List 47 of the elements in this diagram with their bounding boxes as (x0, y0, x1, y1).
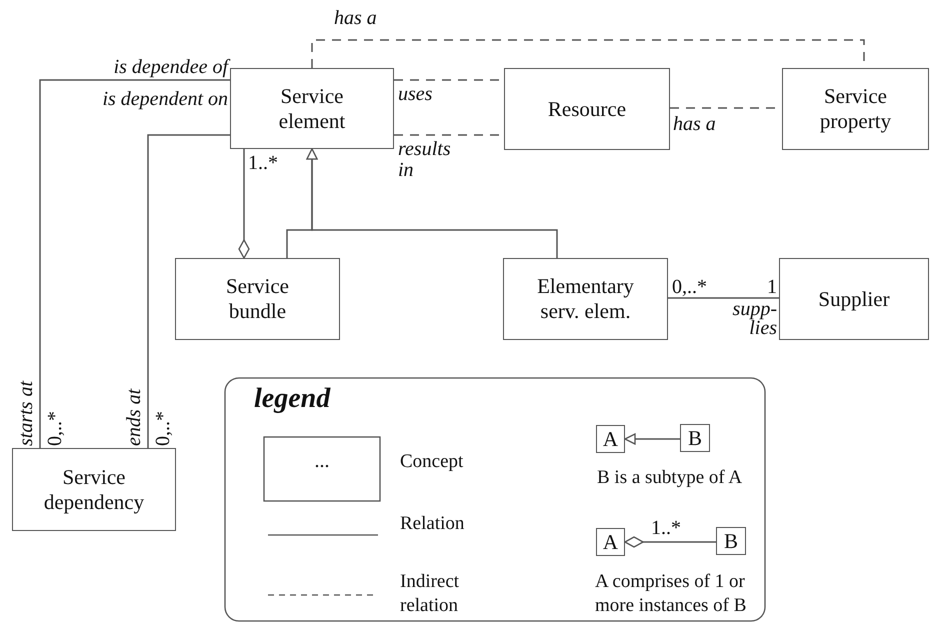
legend-text: A comprises of 1 or more instances of B (595, 570, 748, 618)
concept-box (12, 448, 176, 531)
connector (668, 297, 779, 299)
connector (624, 433, 680, 445)
multiplicity-label: 0,..* (152, 411, 174, 446)
class-symbol (680, 424, 710, 452)
connector (147, 134, 230, 448)
concept-name: Service property (818, 84, 892, 134)
class-symbol (596, 425, 625, 453)
connector (624, 536, 716, 548)
class-symbol (716, 527, 746, 555)
concept-name: Elementary serv. elem. (536, 274, 635, 324)
edge-label: starts at (16, 380, 37, 446)
concept-box (230, 68, 394, 149)
dashed-connector (311, 39, 865, 68)
symbol-letter: A (602, 426, 618, 452)
symbol-letter: B (688, 426, 702, 450)
connector (39, 79, 230, 448)
concept-name: Resource (548, 96, 626, 122)
multiplicity-label: 0,..* (672, 276, 707, 298)
concept-box (782, 68, 929, 150)
legend-text: Concept (400, 450, 464, 474)
multiplicity-label: 1..* (248, 152, 278, 174)
concept-name: Supplier (818, 286, 890, 312)
legend-text: Relation (400, 512, 464, 536)
edge-label: ends at (124, 388, 145, 446)
legend-title: legend (254, 383, 330, 415)
edge-label: 1..* (651, 518, 681, 539)
concept-box (504, 68, 670, 150)
class-symbol (596, 528, 625, 556)
legend-text: B is a subtype of A (597, 466, 742, 490)
legend-text: Indirect relation (400, 570, 460, 618)
multiplicity-label: 1 (766, 276, 777, 298)
symbol-letter: A (602, 530, 618, 554)
connector (238, 149, 250, 259)
multiplicity-label: 0,..* (44, 411, 66, 446)
placeholder-text: ... (314, 450, 330, 472)
concept-name: Service element (278, 84, 346, 134)
role-label: is dependee of (90, 56, 228, 78)
role-label: is dependent on (101, 88, 228, 110)
concept-name: Service bundle (225, 274, 290, 324)
concept-box (175, 258, 340, 340)
concept-box (779, 258, 929, 340)
symbol-letter: B (724, 528, 738, 554)
connector (306, 148, 558, 258)
concept-box (503, 258, 668, 340)
concept-name: Service dependency (42, 464, 146, 514)
